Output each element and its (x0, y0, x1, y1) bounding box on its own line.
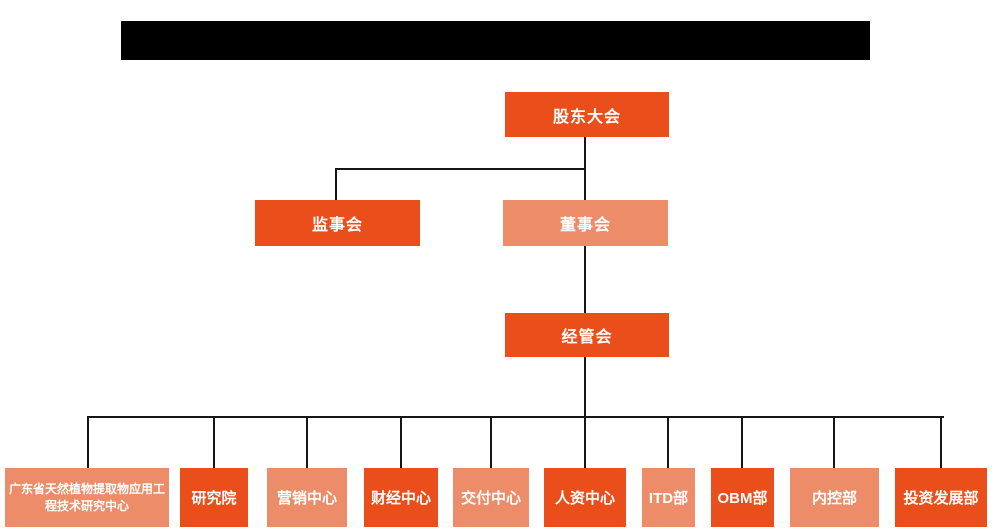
org-node-obm-dept: OBM部 (711, 468, 774, 527)
org-node-label: 监事会 (311, 217, 363, 234)
org-node-label: 股东大会 (552, 108, 621, 126)
connector-line (833, 418, 835, 468)
org-node-gd-plant-extract-research-center: 广东省天然植物提取物应用工程技术研究中心 (5, 468, 169, 527)
org-node-shareholders-meeting: 股东大会 (505, 92, 669, 137)
connector-line (940, 418, 942, 468)
org-node-label: 内控部 (811, 490, 857, 507)
connector-line (87, 416, 944, 418)
org-node-board-of-directors: 董事会 (503, 200, 668, 246)
org-node-label: ITD部 (648, 490, 689, 507)
connector-line (400, 418, 402, 468)
org-node-hr-center: 人资中心 (544, 468, 626, 527)
connector-line (490, 418, 492, 468)
connector-line (87, 418, 89, 468)
org-node-label: 营销中心 (276, 490, 337, 507)
connector-line (335, 168, 586, 170)
org-node-label: 经管会 (561, 329, 613, 346)
connector-line (213, 418, 215, 468)
org-node-label: 董事会 (559, 217, 611, 234)
org-node-research-institute: 研究院 (180, 468, 248, 527)
org-node-label: 投资发展部 (903, 490, 979, 507)
org-node-management-committee: 经管会 (505, 313, 669, 357)
connector-line (584, 137, 586, 169)
connector-line (741, 418, 743, 468)
org-node-label: 交付中心 (460, 490, 521, 507)
connector-line (584, 170, 586, 200)
org-node-label: 广东省天然植物提取物应用工程技术研究中心 (8, 481, 165, 513)
connector-line (306, 418, 308, 468)
connector-line (667, 418, 669, 468)
org-node-delivery-center: 交付中心 (453, 468, 529, 527)
org-node-investment-development-dept: 投资发展部 (895, 468, 987, 527)
org-node-internal-control-dept: 内控部 (790, 468, 879, 527)
connector-line (584, 246, 586, 313)
connector-line (584, 418, 586, 468)
org-node-label: 研究院 (191, 490, 237, 507)
connector-line (584, 357, 586, 417)
org-node-label: 人资中心 (554, 490, 615, 507)
org-node-finance-center: 财经中心 (364, 468, 438, 527)
redacted-title-bar (121, 21, 870, 60)
org-node-label: 财经中心 (370, 490, 431, 507)
org-node-marketing-center: 营销中心 (267, 468, 347, 527)
org-node-label: OBM部 (717, 490, 768, 507)
org-node-itd-dept: ITD部 (642, 468, 695, 527)
org-node-supervisory-board: 监事会 (255, 200, 420, 246)
connector-line (335, 170, 337, 200)
